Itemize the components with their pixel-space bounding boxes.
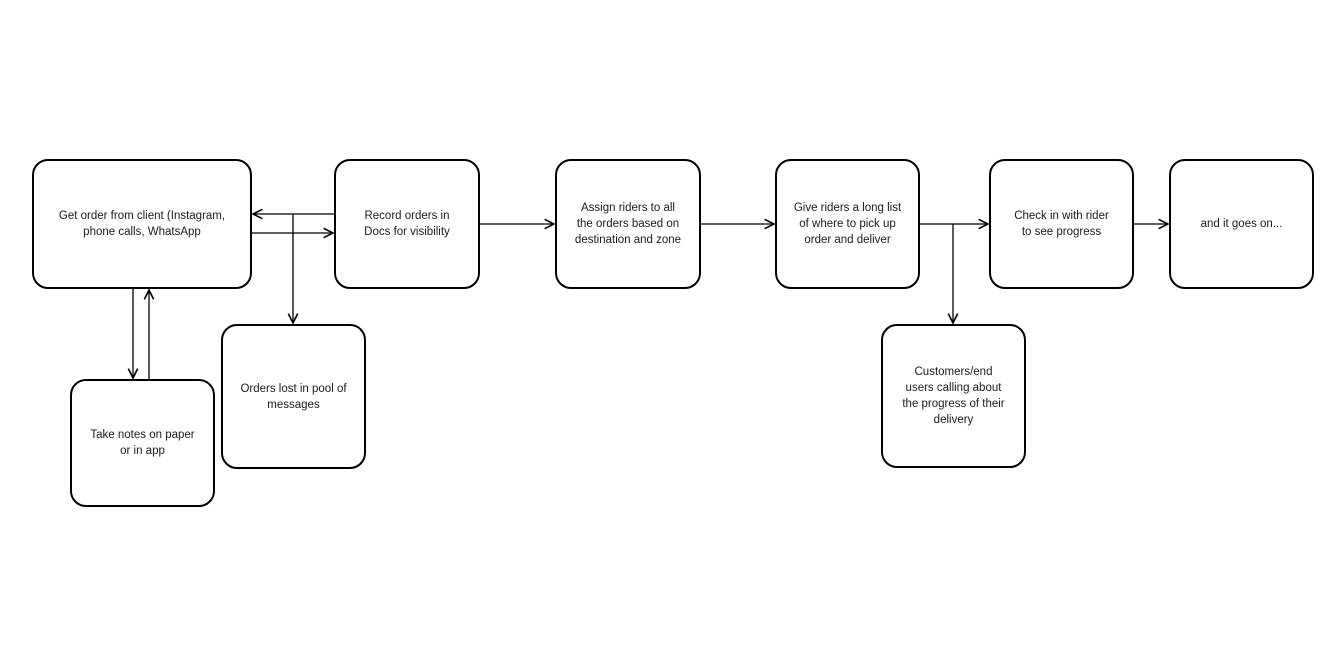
flow-node-check-in[interactable]: Check in with rider to see progress	[989, 159, 1134, 289]
flow-node-get-order-label: Get order from client (Instagram, phone …	[58, 210, 226, 238]
flow-node-orders-lost[interactable]: Orders lost in pool of messages	[221, 324, 366, 469]
flow-node-goes-on-label: and it goes on...	[1200, 218, 1283, 230]
flow-node-take-notes-label: Take notes on paper or in app	[90, 429, 195, 457]
flow-node-record-orders[interactable]: Record orders in Docs for visibility	[334, 159, 480, 289]
flow-node-assign-riders[interactable]: Assign riders to all the orders based on…	[555, 159, 701, 289]
flow-node-give-riders-label: Give riders a long list of where to pick…	[793, 202, 902, 246]
flow-node-orders-lost-label: Orders lost in pool of messages	[240, 382, 347, 411]
flow-node-goes-on[interactable]: and it goes on...	[1169, 159, 1314, 289]
flow-node-assign-riders-label: Assign riders to all the orders based on…	[574, 202, 682, 246]
flow-node-take-notes[interactable]: Take notes on paper or in app	[70, 379, 215, 507]
flow-node-get-order[interactable]: Get order from client (Instagram, phone …	[32, 159, 252, 289]
flow-node-give-riders[interactable]: Give riders a long list of where to pick…	[775, 159, 920, 289]
flow-node-check-in-label: Check in with rider to see progress	[1014, 210, 1109, 238]
flow-node-record-orders-label: Record orders in Docs for visibility	[364, 210, 450, 238]
flow-node-customers-calling[interactable]: Customers/end users calling about the pr…	[881, 324, 1026, 468]
flow-node-customers-calling-label: Customers/end users calling about the pr…	[902, 366, 1005, 426]
